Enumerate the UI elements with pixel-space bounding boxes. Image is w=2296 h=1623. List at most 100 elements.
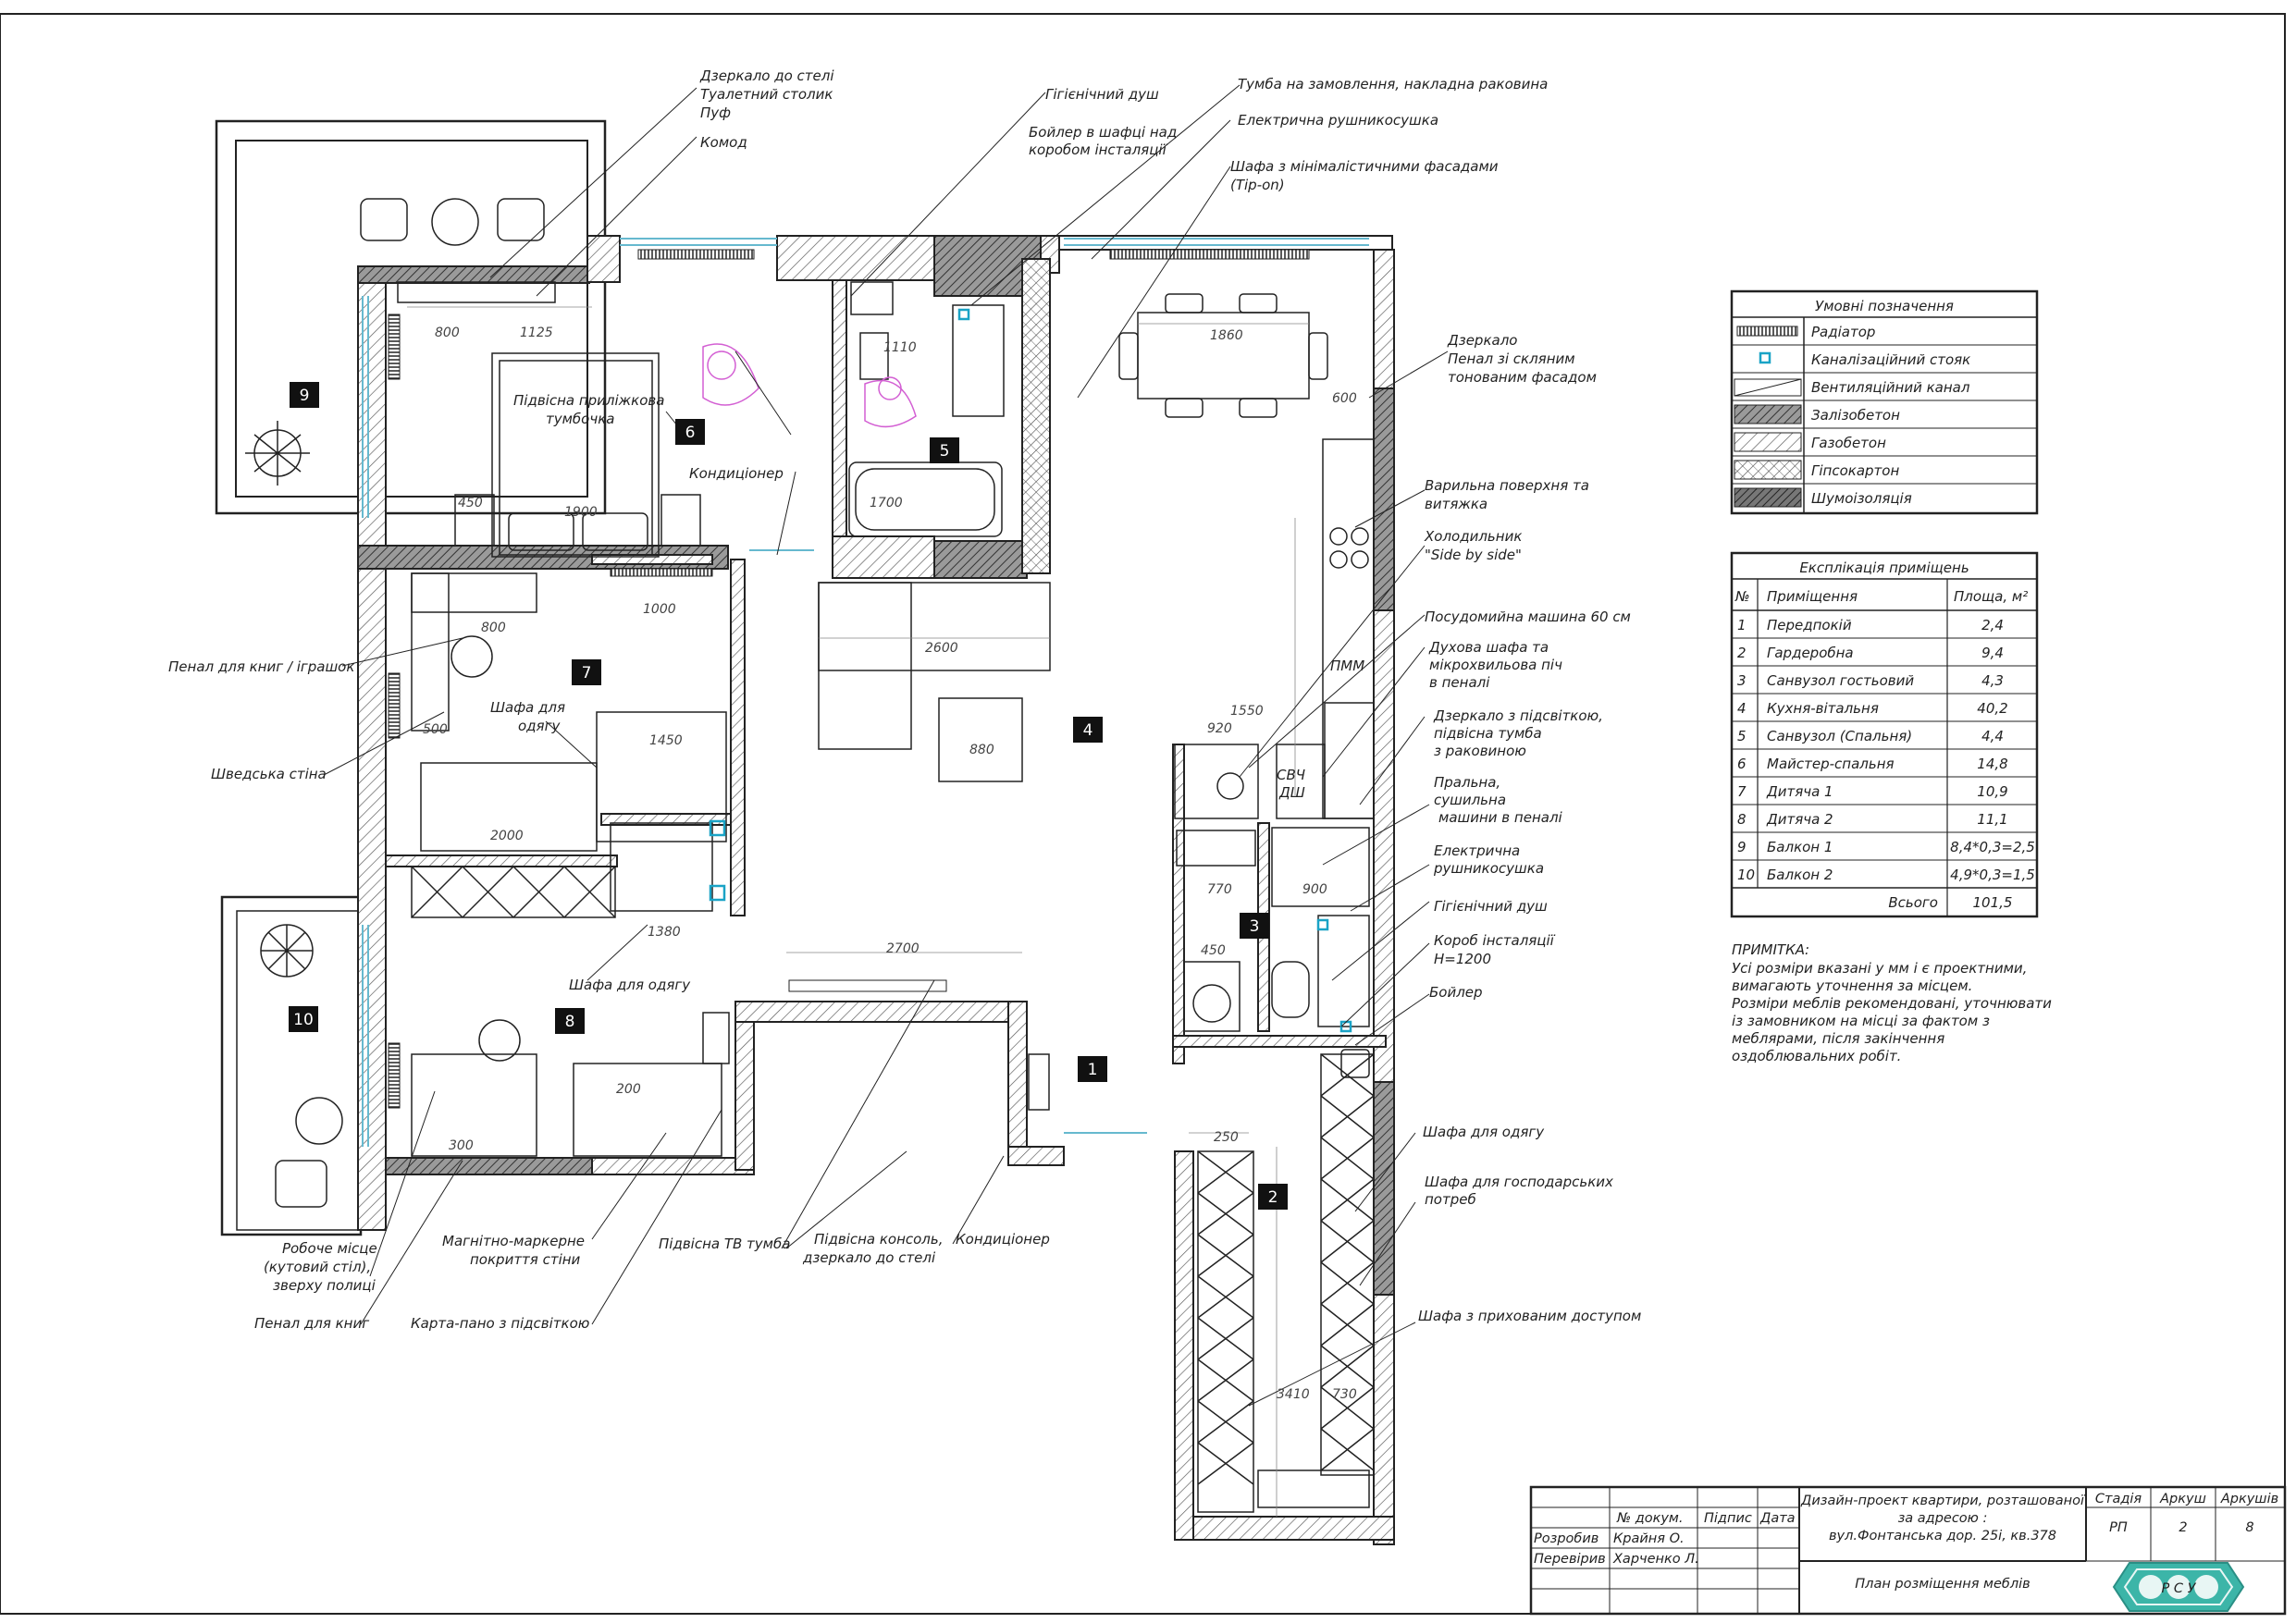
dimension: 600 [1332, 391, 1357, 406]
legend-drywall-icon [1734, 460, 1802, 480]
explication-room-name: Передпокій [1767, 617, 1852, 633]
explication-room-area: 10,9 [1977, 783, 2007, 800]
dimension: 1700 [870, 496, 903, 510]
legend-aerated-concrete-icon [1734, 432, 1802, 452]
microwave-label: СВЧ [1277, 767, 1305, 783]
callout-mirror-ceiling: Дзеркало до стелі [699, 68, 834, 84]
title-developer-name: Крайня О. [1613, 1531, 1685, 1546]
explication-room-name: Балкон 1 [1767, 839, 1833, 855]
title-block-texts: № докум. Підпис Дата Розробив Крайня О. … [1534, 1492, 2278, 1596]
guest-bath-fixtures [1176, 827, 1370, 1078]
explication-room-name: Дитяча 1 [1766, 783, 1833, 800]
explication-room-number: 2 [1737, 645, 1747, 661]
callout-magnetic-2: покриття стіни [470, 1251, 581, 1268]
callout-minimal-wardrobe-1: Шафа з мінімалістичними фасадами [1230, 158, 1499, 175]
callout-tv-stand: Підвісна ТВ тумба [659, 1236, 790, 1252]
title-stage-label: Стадія [2095, 1492, 2142, 1506]
callout-glass-pencil-1: Пенал зі скляним [1448, 350, 1575, 367]
legend-item: Шумоізоляція [1811, 490, 1912, 507]
callout-oven-1: Духова шафа та [1428, 639, 1549, 656]
callout-wardrobe-household-1: Шафа для господарських [1425, 1174, 1613, 1190]
note-title: ПРИМІТКА: [1732, 941, 1809, 958]
room-number-6: 6 [685, 424, 696, 442]
callout-custom-cabinet: Тумба на замовлення, накладна раковина [1238, 76, 1548, 92]
room-number-2: 2 [1268, 1188, 1278, 1207]
note-line: Усі розміри вказані у мм і є проектними, [1732, 960, 2027, 977]
dimension: 2700 [886, 941, 920, 956]
callout-minimal-wardrobe-2: (Tip-on) [1230, 177, 1285, 193]
title-date-label: Дата [1759, 1511, 1796, 1526]
wardrobe-2-cabinets [1028, 1053, 1375, 1513]
wardrobe-7-label-2: одягу [518, 718, 561, 734]
dimension: 450 [458, 496, 483, 510]
room-number-5: 5 [940, 442, 950, 461]
kids-room-8-furniture [411, 866, 730, 1157]
dimension: 200 [616, 1082, 641, 1097]
note-line: із замовником на місці за фактом з [1732, 1013, 1990, 1029]
room-numbers: 1 2 3 4 5 6 7 8 9 10 [293, 387, 1278, 1207]
dimension: 1000 [643, 602, 676, 617]
callout-workplace-3: зверху полиці [273, 1277, 376, 1294]
company-logo [2112, 1562, 2245, 1612]
callout-boiler-top-1: Бойлер в шафці над [1029, 124, 1177, 141]
explication-room-number: 3 [1737, 672, 1747, 689]
callout-hob-2: витяжка [1425, 496, 1487, 512]
legend-item: Каналізаційний стояк [1811, 351, 1970, 368]
note-line: Розміри меблів рекомендовані, уточнювати [1732, 995, 2052, 1012]
title-block [1529, 1485, 2287, 1616]
explication-room-area: 11,1 [1977, 811, 2007, 828]
dimension: 800 [481, 621, 506, 635]
callout-hob-1: Варильна поверхня та [1425, 477, 1589, 494]
explication-room-number: 5 [1737, 728, 1747, 744]
kitchen-living-furniture [818, 293, 1375, 819]
title-project-line-3: вул.Фонтанська дор. 25і, кв.378 [1829, 1529, 2056, 1543]
room-number-10: 10 [293, 1011, 314, 1029]
dimension: 3410 [1277, 1387, 1310, 1402]
callout-swedish-wall: Шведська стіна [211, 766, 327, 782]
in-plan-labels: СВЧ ДШ ПММ Підвісна приліжкова тумбочка … [490, 392, 1364, 993]
callout-book-pencil: Пенал для книг [254, 1315, 369, 1332]
balcony-2-outline [220, 895, 363, 1236]
legend-vent-icon [1734, 378, 1802, 397]
balcony-1-furniture [245, 421, 310, 486]
balcony-1-outline [215, 119, 607, 515]
callout-washer-1: Пральна, [1434, 774, 1500, 791]
radiators [388, 249, 1310, 1109]
legend-item: Гіпсокартон [1811, 462, 1899, 479]
callout-washer-3: машини в пеналі [1438, 809, 1563, 826]
callout-boiler-mid: Бойлер [1429, 984, 1483, 1001]
legend-concrete-icon [1734, 404, 1802, 424]
dimension: 1380 [648, 925, 681, 940]
legend-riser-icon [1759, 351, 1771, 364]
dimension: 800 [435, 326, 460, 340]
callout-lit-mirror-1: Дзеркало з підсвіткою, [1433, 707, 1603, 724]
callout-lit-mirror-2: підвісна тумба [1434, 725, 1542, 742]
wardrobe-7-label-1: Шафа для [490, 699, 565, 716]
callout-hidden-wardrobe: Шафа з прихованим доступом [1418, 1308, 1641, 1324]
explication-room-number: 1 [1737, 617, 1747, 633]
dimension: 1110 [883, 340, 917, 355]
bath-5-fixtures [702, 281, 1005, 537]
callout-hygienic-shower-top: Гігієнічний душ [1045, 86, 1159, 103]
callout-towel-dryer-mid-2: рушникосушка [1433, 860, 1544, 877]
callout-air-conditioner-bottom: Кондиціонер [956, 1231, 1050, 1248]
dishwasher-short-label: ДШ [1278, 784, 1305, 801]
callout-wardrobe-clothes-right: Шафа для одягу [1423, 1124, 1545, 1140]
master-bedroom-furniture [360, 198, 701, 558]
explication-room-area: 4,4 [1981, 728, 2004, 744]
explication-room-name: Дитяча 2 [1766, 811, 1833, 828]
dimension: 900 [1302, 882, 1327, 897]
title-stage-value: РП [2109, 1520, 2128, 1535]
title-signature-label: Підпис [1704, 1511, 1752, 1526]
callout-console-1: Підвісна консоль, [814, 1231, 944, 1248]
title-project-line-1: Дизайн-проект квартири, розташованої [1800, 1494, 2086, 1508]
legend-soundproof-icon [1734, 487, 1802, 508]
explication-col-number: № [1734, 588, 1750, 605]
explication-room-number: 7 [1737, 783, 1747, 800]
legend-item: Радіатор [1811, 324, 1875, 340]
dimension: 880 [969, 743, 994, 757]
callout-install-box-1: Короб інсталяції [1434, 932, 1556, 949]
explication-room-name: Гардеробна [1767, 645, 1854, 661]
explication-room-area: 2,4 [1981, 617, 2004, 633]
